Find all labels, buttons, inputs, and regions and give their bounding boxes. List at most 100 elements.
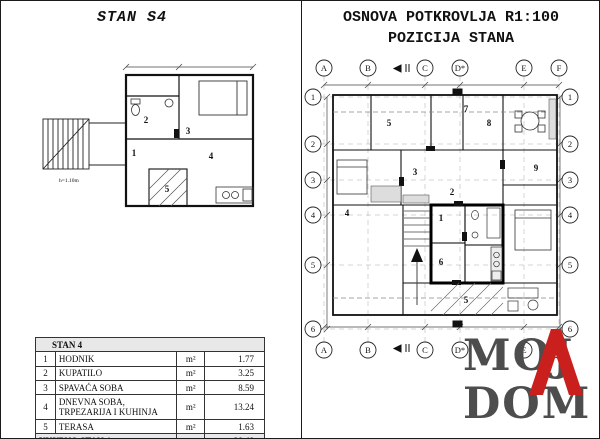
bed-right-icon bbox=[514, 209, 552, 251]
room-number-labels: 1 2 3 4 5 5 6 7 8 9 bbox=[345, 104, 539, 305]
cell-room-name: TERASA bbox=[54, 419, 178, 435]
axis-markers bbox=[392, 64, 463, 353]
apartment-s4-floorplan: h=1.10m bbox=[42, 63, 257, 208]
bathroom-fixtures-icon bbox=[130, 98, 174, 116]
axis-row-label: 5 bbox=[568, 260, 572, 270]
right-plan-title: OSNOVA POTKROVLJA R1:100 bbox=[342, 9, 560, 26]
right-plan-subtitle: POZICIJA STANA bbox=[387, 30, 515, 47]
axis-col-label: B bbox=[365, 345, 371, 355]
cell-room-name: HODNIK bbox=[54, 351, 178, 367]
axis-row-label: 1 bbox=[311, 92, 315, 102]
table-row: 5 TERASA m² 1.63 bbox=[35, 419, 265, 435]
cell-total-unit: m² bbox=[176, 433, 206, 438]
cell-num: 2 bbox=[35, 365, 56, 382]
axis-row-label: 2 bbox=[311, 139, 315, 149]
cell-area-value: 13.24 bbox=[204, 394, 265, 421]
axis-bubbles-top bbox=[315, 59, 568, 77]
room-label-6: 6 bbox=[439, 257, 444, 267]
axis-bubbles-right bbox=[561, 88, 579, 338]
table-header-row: STAN 4 bbox=[35, 336, 265, 353]
bed-left-icon bbox=[336, 159, 368, 195]
axis-labels-top: A B C D* E F bbox=[321, 63, 562, 73]
axis-labels-right: 1 2 3 4 5 6 bbox=[568, 92, 573, 334]
axis-row-label: 6 bbox=[311, 324, 315, 334]
room-label-5: 5 bbox=[387, 118, 392, 128]
dimension-line bbox=[122, 63, 257, 71]
axis-col-label: E bbox=[521, 345, 526, 355]
cell-num: 4 bbox=[35, 394, 56, 421]
dining-set-icon bbox=[514, 98, 557, 140]
axis-row-label: 6 bbox=[568, 324, 572, 334]
cell-area-value: 3.25 bbox=[204, 365, 265, 382]
axis-row-label: 3 bbox=[311, 175, 315, 185]
table-row: 1 HODNIK m² 1.77 bbox=[35, 351, 265, 367]
cell-unit: m² bbox=[176, 380, 206, 396]
axis-col-label: B bbox=[365, 63, 371, 73]
room-label-5-terrace: 5 bbox=[464, 295, 469, 305]
stairs-direction-arrow bbox=[411, 248, 423, 262]
apartment-s4-walls bbox=[429, 203, 505, 285]
room-label-bedroom: 3 bbox=[186, 126, 191, 136]
axis-col-label: C bbox=[422, 63, 428, 73]
dimension-chains bbox=[320, 81, 564, 333]
cell-room-name: SPAVAĆA SOBA bbox=[54, 380, 178, 396]
vertical-divider bbox=[301, 1, 302, 438]
terrace-hatch bbox=[148, 168, 188, 207]
table-row: 3 SPAVAĆA SOBA m² 8.59 bbox=[35, 380, 265, 396]
table-title: STAN 4 bbox=[35, 336, 265, 353]
cell-num: 3 bbox=[35, 380, 56, 396]
area-table: STAN 4 1 HODNIK m² 1.77 2 KUPATILO m² 3.… bbox=[34, 336, 265, 438]
stairwell bbox=[404, 210, 430, 305]
attic-floorplan: A B C D* E F A B C D* E F 1 2 3 bbox=[304, 59, 579, 359]
room-label-8: 8 bbox=[487, 118, 492, 128]
balcony-sofa-icon bbox=[507, 287, 539, 312]
kitchen-counter-icon bbox=[490, 246, 503, 282]
cell-total-label: UKUPNO STAN 4 bbox=[34, 433, 178, 438]
room-label-living: 4 bbox=[209, 151, 214, 161]
axis-row-label: 4 bbox=[311, 210, 316, 220]
axis-col-label: A bbox=[321, 63, 328, 73]
terrace-s4-hatch bbox=[430, 282, 504, 316]
axis-col-label: E bbox=[521, 63, 526, 73]
axis-col-label: A bbox=[321, 345, 328, 355]
cell-unit: m² bbox=[176, 365, 206, 382]
axis-col-label: C bbox=[422, 345, 428, 355]
apartment-walls bbox=[124, 73, 255, 208]
axis-bubbles-left bbox=[304, 88, 322, 338]
axis-row-label: 4 bbox=[568, 210, 573, 220]
door-markers bbox=[399, 146, 505, 285]
logo-roof-icon bbox=[529, 329, 583, 395]
axis-col-label: F bbox=[557, 63, 562, 73]
room-label-7: 7 bbox=[464, 104, 469, 114]
door-marker bbox=[174, 129, 179, 138]
table-total-row: UKUPNO STAN 4 m² 28.48 bbox=[34, 433, 265, 438]
cell-unit: m² bbox=[176, 351, 206, 367]
axis-row-label: 5 bbox=[311, 260, 315, 270]
cell-room-name: DNEVNA SOBA, TRPEZARIJA I KUHINJA bbox=[54, 394, 178, 421]
grid-lines bbox=[321, 76, 562, 342]
cell-room-name: KUPATILO bbox=[54, 365, 178, 382]
axis-col-label: D* bbox=[455, 63, 465, 73]
cell-unit: m² bbox=[176, 419, 206, 435]
axis-row-label: 2 bbox=[568, 139, 572, 149]
room-label-2: 2 bbox=[450, 187, 455, 197]
axis-col-label: D* bbox=[455, 345, 465, 355]
table-row: 2 KUPATILO m² 3.25 bbox=[35, 365, 265, 382]
room-label-9: 9 bbox=[534, 163, 539, 173]
table-row: 4 DNEVNA SOBA, TRPEZARIJA I KUHINJA m² 1… bbox=[35, 394, 265, 421]
cell-unit: m² bbox=[176, 394, 206, 421]
bed-icon bbox=[198, 80, 248, 116]
room-label-3: 3 bbox=[413, 167, 418, 177]
cell-num: 1 bbox=[35, 351, 56, 367]
cell-num: 5 bbox=[35, 419, 56, 435]
axis-labels-left: 1 2 3 4 5 6 bbox=[311, 92, 316, 334]
cell-area-value: 1.63 bbox=[204, 419, 265, 435]
room-label-terrace: 5 bbox=[165, 184, 170, 194]
room-label-hallway: 1 bbox=[132, 148, 137, 158]
left-plan-title: STAN S4 bbox=[97, 9, 168, 26]
stairs-height-note: h=1.10m bbox=[59, 178, 79, 184]
wardrobe-icon bbox=[402, 194, 430, 204]
room-label-1: 1 bbox=[439, 213, 444, 223]
staircase bbox=[42, 118, 126, 170]
